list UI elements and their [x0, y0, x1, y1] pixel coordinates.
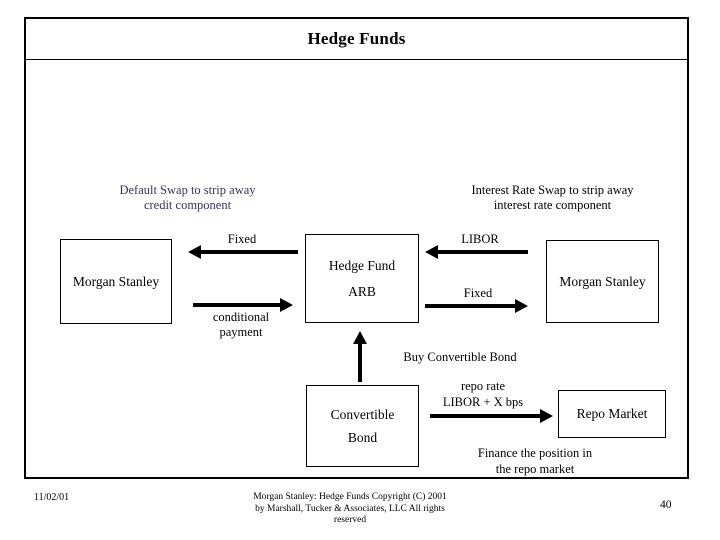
finance-note-line2: the repo market	[495, 461, 575, 476]
default-swap-note: Default Swap to strip away credit compon…	[90, 183, 285, 213]
box-hedge-fund-arb-line1: Hedge Fund	[328, 257, 396, 273]
repo-rate-label-line1: repo rate	[460, 379, 506, 393]
box-morgan-stanley-left: Morgan Stanley	[60, 239, 172, 324]
box-convertible-bond-line1: Convertible	[330, 407, 395, 422]
box-convertible-bond-line2: Bond	[347, 430, 378, 445]
footer-copyright-line3: reserved	[333, 515, 367, 525]
footer-date: 11/02/01	[34, 492, 70, 503]
repo-rate-label: repo rate LIBOR + X bps	[428, 379, 538, 410]
libor-arrowhead-icon	[425, 245, 438, 259]
finance-note-line1: Finance the position in	[477, 446, 593, 460]
box-morgan-stanley-right-label: Morgan Stanley	[559, 273, 646, 289]
footer-copyright: Morgan Stanley: Hedge Funds Copyright (C…	[225, 492, 475, 527]
buy-convertible-bond-arrowhead-icon	[353, 331, 367, 344]
fixed-left-arrowhead-icon	[188, 245, 201, 259]
interest-rate-swap-note-line1: Interest Rate Swap to strip away	[471, 183, 634, 197]
fixed-right-arrow	[425, 299, 528, 313]
interest-rate-swap-note: Interest Rate Swap to strip away interes…	[450, 183, 655, 213]
finance-note: Finance the position in the repo market	[460, 446, 610, 477]
conditional-payment-arrow	[193, 298, 293, 312]
footer-page-number: 40	[660, 499, 672, 511]
fixed-left-arrow	[188, 245, 298, 259]
box-convertible-bond: Convertible Bond	[306, 385, 419, 467]
fixed-left-label: Fixed	[227, 232, 257, 246]
repo-rate-arrow	[430, 409, 553, 423]
repo-rate-arrowhead-icon	[540, 409, 553, 423]
box-hedge-fund-arb: Hedge Fund ARB	[305, 234, 419, 323]
repo-rate-label-line2: LIBOR + X bps	[442, 394, 524, 409]
conditional-payment-arrowhead-icon	[280, 298, 293, 312]
fixed-right-label: Fixed	[463, 286, 493, 300]
footer-copyright-line1: Morgan Stanley: Hedge Funds Copyright (C…	[253, 492, 447, 502]
default-swap-note-line2: credit component	[143, 198, 232, 212]
interest-rate-swap-note-line2: interest rate component	[493, 198, 612, 212]
buy-convertible-bond-label: Buy Convertible Bond	[403, 350, 517, 364]
libor-label: LIBOR	[461, 232, 499, 246]
box-repo-market: Repo Market	[558, 390, 666, 438]
buy-convertible-bond-arrow	[353, 331, 367, 382]
box-morgan-stanley-right: Morgan Stanley	[546, 240, 659, 323]
fixed-right-arrowhead-icon	[515, 299, 528, 313]
footer-copyright-line2: by Marshall, Tucker & Associates, LLC Al…	[255, 503, 445, 514]
conditional-payment-label-line1: conditional	[212, 310, 270, 324]
box-morgan-stanley-left-label: Morgan Stanley	[72, 273, 160, 289]
conditional-payment-label: conditional payment	[195, 310, 287, 340]
default-swap-note-line1: Default Swap to strip away	[119, 183, 256, 197]
box-repo-market-label: Repo Market	[576, 406, 648, 421]
libor-arrow	[425, 245, 528, 259]
slide-title-bar: Hedge Funds	[26, 19, 687, 60]
conditional-payment-label-line2: payment	[219, 325, 263, 339]
slide-title: Hedge Funds	[307, 29, 406, 48]
box-hedge-fund-arb-line2: ARB	[348, 283, 376, 299]
